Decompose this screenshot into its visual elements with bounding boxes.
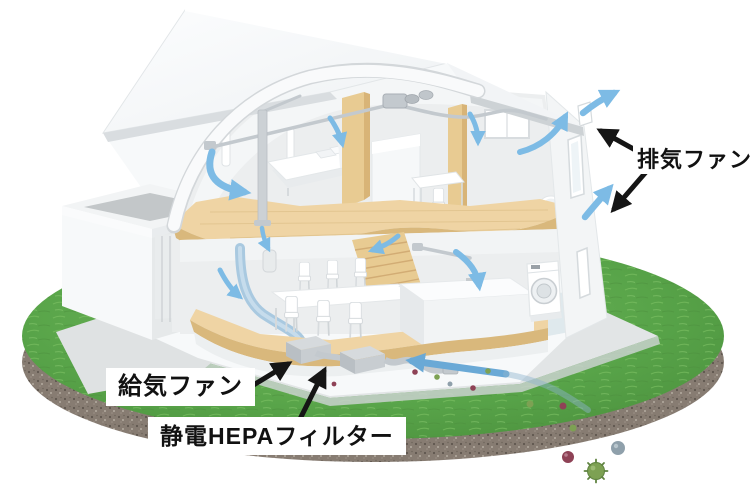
- airflow-arrow: [257, 225, 271, 253]
- exhaust-airflow-arrow-lower: [581, 183, 614, 221]
- exhaust-fan-label: 排気ファン: [633, 145, 750, 175]
- hepa-filter-unit: [340, 346, 385, 374]
- supply-fan-label: 給気ファン: [106, 368, 255, 406]
- airflow-arrow: [367, 233, 401, 255]
- vertical-duct: [257, 109, 268, 223]
- washing-machine: [526, 260, 562, 322]
- right-exterior-wall: [545, 90, 608, 339]
- wood-partition: [342, 92, 364, 208]
- airflow-arrow: [453, 249, 487, 292]
- particle-red: [331, 381, 337, 387]
- supply-fan-unit: [286, 336, 331, 364]
- particle-red: [562, 451, 574, 463]
- airflow-arrow: [327, 115, 348, 149]
- roof-right-gable: [447, 63, 583, 127]
- duct-junction-unit: [382, 90, 434, 109]
- airflow-arrow: [206, 148, 252, 201]
- exhaust-airflow-arrow-upper: [579, 89, 621, 117]
- airflow-arrow: [217, 267, 244, 300]
- particle-red: [412, 369, 418, 375]
- virus-particle-green: [583, 458, 609, 484]
- particle-green: [485, 368, 491, 374]
- particle-red: [470, 385, 476, 391]
- particle-red: [559, 402, 567, 410]
- trash-bin: [262, 249, 277, 273]
- particle-gray: [611, 441, 625, 455]
- wood-partition: [448, 104, 462, 228]
- hepa-filter-pointer: [295, 366, 327, 426]
- airflow-arrows: [206, 89, 621, 300]
- particle-gray: [447, 381, 453, 387]
- airflow-arrow: [467, 111, 486, 147]
- hepa-filter-label: 静電HEPAフィルター: [148, 417, 406, 456]
- particles: [331, 368, 625, 484]
- underfloor-system: [286, 336, 591, 413]
- particle-green: [569, 424, 577, 432]
- particle-green: [434, 374, 440, 380]
- duct-system: [204, 90, 548, 260]
- exhaust-fan-pointer-lower: [610, 169, 649, 213]
- right-wall-window: [576, 246, 591, 300]
- kitchen-island: [398, 277, 536, 346]
- particle-green: [526, 400, 534, 408]
- airflow-arrow: [517, 111, 569, 155]
